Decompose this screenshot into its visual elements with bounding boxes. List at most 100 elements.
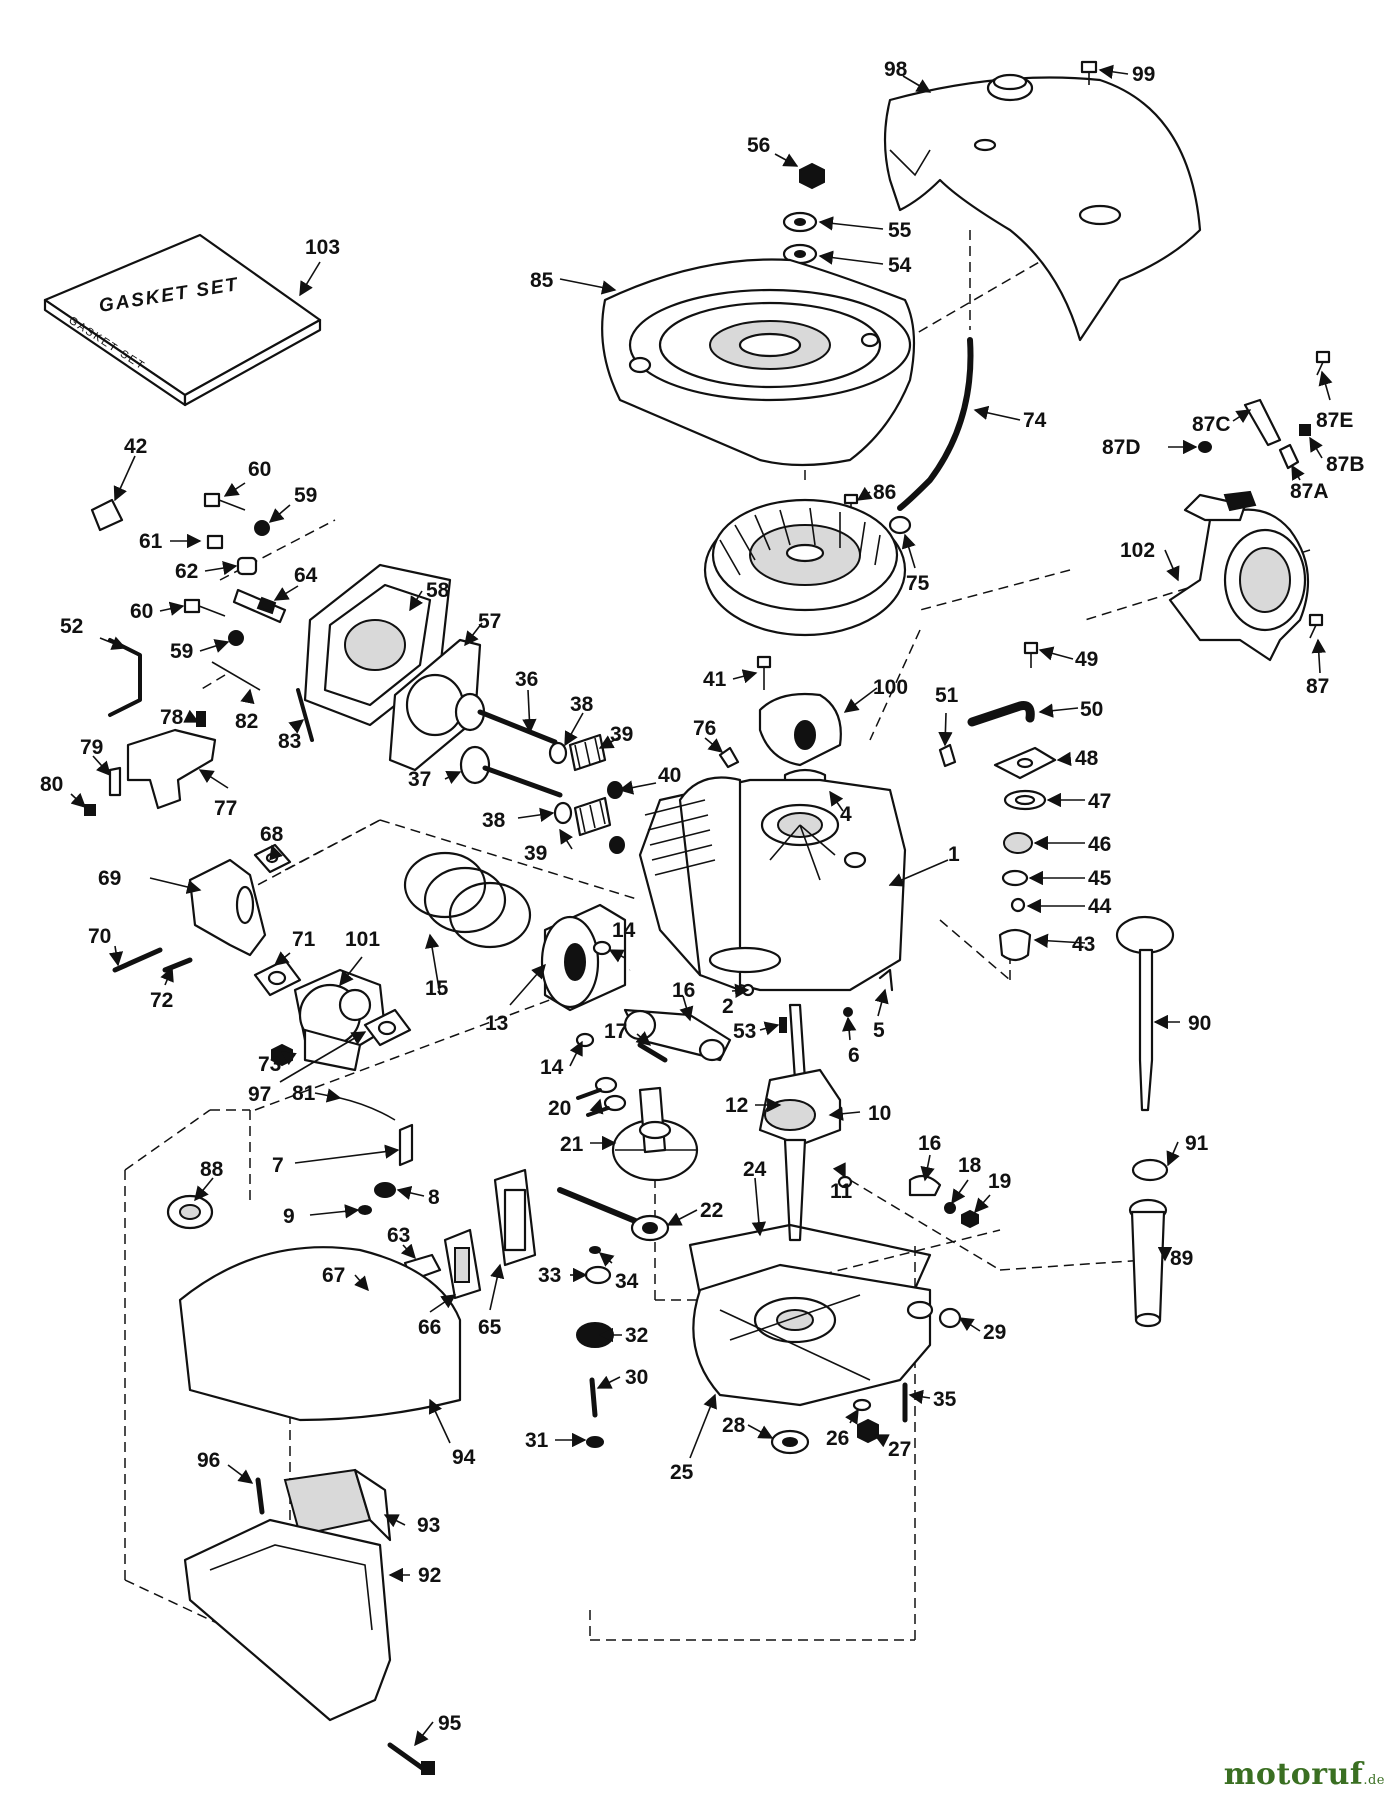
callout-87B: 87B — [1326, 453, 1365, 476]
callout-77: 77 — [214, 797, 237, 820]
callout-55: 55 — [888, 219, 912, 242]
screw-78 — [196, 711, 206, 727]
callout-95: 95 — [438, 1712, 462, 1735]
callout-44: 44 — [1088, 895, 1112, 918]
callout-53: 53 — [733, 1020, 756, 1043]
governor-lever-7 — [398, 1123, 414, 1167]
callout-79: 79 — [80, 736, 103, 759]
callout-33: 33 — [538, 1264, 561, 1287]
callout-9: 9 — [283, 1205, 295, 1228]
callout-40: 40 — [658, 764, 681, 787]
callout-88: 88 — [200, 1158, 224, 1181]
control-bracket-77 — [126, 728, 217, 810]
link-81 — [339, 1097, 396, 1121]
callout-90: 90 — [1188, 1012, 1211, 1035]
tappet-20a — [576, 1076, 618, 1100]
callout-87: 87 — [1306, 675, 1329, 698]
screw-99 — [1080, 60, 1098, 85]
cap-43 — [998, 928, 1032, 962]
callout-96: 96 — [197, 1449, 220, 1472]
callout-29: 29 — [983, 1321, 1006, 1344]
callout-30: 30 — [625, 1366, 648, 1389]
spring-39b — [573, 796, 612, 837]
callout-15: 15 — [425, 977, 449, 1000]
callout-64: 64 — [294, 564, 318, 587]
callout-6: 6 — [848, 1044, 860, 1067]
callout-8: 8 — [428, 1186, 440, 1209]
callout-52: 52 — [60, 615, 83, 638]
callout-82: 82 — [235, 710, 258, 733]
bolt-60a — [203, 492, 246, 511]
callout-97: 97 — [248, 1083, 271, 1106]
callout-65: 65 — [478, 1316, 502, 1339]
leader-lines — [70, 64, 1333, 1747]
callout-61: 61 — [139, 530, 163, 553]
callout-99: 99 — [1132, 63, 1155, 86]
nut-19 — [961, 1209, 979, 1229]
callout-89: 89 — [1170, 1247, 1193, 1270]
washer-18 — [944, 1202, 956, 1214]
callout-38-bottom: 38 — [482, 809, 506, 832]
gasket-66 — [443, 1228, 482, 1300]
washer-59b — [228, 630, 244, 646]
callout-48: 48 — [1075, 747, 1099, 770]
callout-7: 7 — [272, 1154, 284, 1177]
valve-part-46 — [1003, 832, 1033, 854]
callout-2: 2 — [722, 995, 734, 1018]
callout-71: 71 — [292, 928, 316, 951]
seal-45 — [1001, 869, 1029, 887]
bolt-72 — [162, 957, 193, 973]
pin-53 — [779, 1017, 787, 1033]
bolt-70 — [112, 947, 163, 973]
callout-63: 63 — [387, 1224, 410, 1247]
callout-91: 91 — [1185, 1132, 1209, 1155]
callout-43: 43 — [1072, 933, 1095, 956]
valve-37 — [459, 745, 563, 798]
callout-57: 57 — [478, 610, 501, 633]
breather-tube-50 — [967, 701, 1035, 727]
callout-87C: 87C — [1192, 413, 1231, 436]
spark-plug-64 — [232, 588, 287, 624]
callout-36: 36 — [515, 668, 538, 691]
callout-59-top: 59 — [294, 484, 317, 507]
spring-79 — [108, 766, 122, 797]
washer-47 — [1003, 789, 1047, 811]
watermark-logo: motoruf.de — [1224, 1757, 1385, 1792]
air-cleaner-base-92 — [183, 1518, 392, 1722]
callout-62: 62 — [175, 560, 198, 583]
callout-83: 83 — [278, 730, 301, 753]
callout-5: 5 — [873, 1019, 885, 1042]
callout-12: 12 — [725, 1094, 748, 1117]
callout-78: 78 — [160, 706, 184, 729]
callout-31: 31 — [525, 1429, 549, 1452]
callout-80: 80 — [40, 773, 63, 796]
drain-plug-27 — [857, 1418, 879, 1444]
callout-60-top: 60 — [248, 458, 271, 481]
callout-59-mid: 59 — [170, 640, 193, 663]
retainer-38b — [553, 801, 573, 825]
callout-47: 47 — [1088, 790, 1111, 813]
screw-51 — [938, 743, 957, 768]
air-cleaner-cover-94 — [178, 1246, 462, 1422]
callout-70: 70 — [88, 925, 111, 948]
callout-66: 66 — [418, 1316, 441, 1339]
fuel-line-74 — [897, 337, 974, 511]
keeper-40b — [609, 836, 625, 854]
rewind-starter-102 — [1168, 490, 1310, 662]
o-ring-91 — [1131, 1158, 1169, 1182]
callout-37: 37 — [408, 768, 431, 791]
callout-14-top: 14 — [612, 919, 636, 942]
callout-27: 27 — [888, 1438, 911, 1461]
pin-30 — [589, 1377, 598, 1418]
callout-100: 100 — [873, 676, 908, 699]
callout-28: 28 — [722, 1414, 746, 1437]
wire-82 — [211, 661, 261, 691]
gasket-set-103: GASKET SET GASKET SET — [43, 233, 322, 407]
washer-31 — [586, 1436, 604, 1448]
screw-96 — [255, 1477, 265, 1515]
callout-42: 42 — [124, 435, 147, 458]
callout-26: 26 — [826, 1427, 849, 1450]
callout-68: 68 — [260, 823, 284, 846]
callout-39-bottom: 39 — [524, 842, 547, 865]
gasket-71 — [253, 958, 302, 997]
